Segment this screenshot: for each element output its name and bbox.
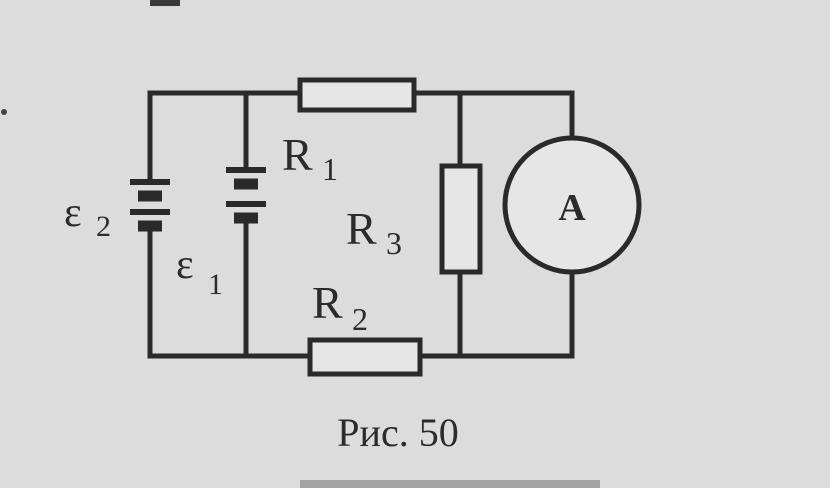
r2-label: R 2 xyxy=(312,277,368,337)
top-text-fragment xyxy=(150,0,180,6)
circuit-wires xyxy=(147,90,575,359)
ammeter xyxy=(502,135,642,275)
r3-label: R 3 xyxy=(346,203,402,261)
emf1-label: ε 1 xyxy=(176,242,223,301)
figure-caption: Рис. 50 xyxy=(337,410,458,455)
battery-emf2 xyxy=(130,179,170,232)
r1-label-letter: R xyxy=(282,129,313,180)
left-speck xyxy=(1,109,7,115)
resistor-r1 xyxy=(297,77,417,113)
bottom-text-fragment xyxy=(300,480,600,488)
emf1-label-symbol: ε xyxy=(176,242,194,288)
r2-label-letter: R xyxy=(312,277,343,328)
r1-label: R 1 xyxy=(282,129,338,187)
emf2-label-index: 2 xyxy=(96,210,111,243)
emf2-label: ε 2 xyxy=(64,190,111,243)
resistor-r3 xyxy=(439,163,483,275)
battery-emf1 xyxy=(226,167,266,224)
ammeter-label: A xyxy=(558,187,586,229)
r2-label-index: 2 xyxy=(352,301,368,337)
r3-label-letter: R xyxy=(346,203,377,254)
r3-label-index: 3 xyxy=(386,225,402,261)
emf1-label-index: 1 xyxy=(208,268,223,301)
resistor-r2 xyxy=(307,337,423,377)
r1-label-index: 1 xyxy=(322,151,338,187)
emf2-label-symbol: ε xyxy=(64,190,82,236)
